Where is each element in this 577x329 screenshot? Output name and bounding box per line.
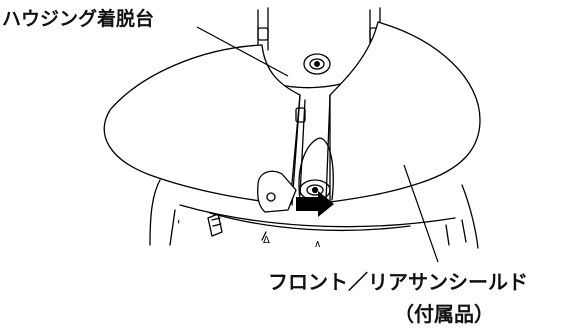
shield-left-half	[103, 44, 301, 206]
camera-body-inner-arc	[209, 212, 411, 232]
label-included: （付属品）	[394, 302, 494, 326]
camera-body-right-outline	[461, 184, 479, 249]
seam-clip	[295, 107, 306, 123]
label-housing-mount: ハウジング着脱台	[2, 8, 155, 30]
lower-mark	[261, 231, 267, 241]
camera-body-left-outline	[149, 179, 161, 246]
quote-mark: '	[177, 218, 180, 232]
shield-seam-inner	[299, 99, 306, 196]
camera-body-side-line	[169, 209, 176, 246]
latch-tab-detail	[211, 217, 222, 227]
leader-line-sun-shield	[403, 164, 439, 263]
camera-body-side-line-right2	[461, 219, 467, 243]
top-screw-inner	[309, 58, 325, 70]
camera-body-side-line-right	[445, 224, 450, 246]
direction-arrow	[296, 191, 334, 217]
top-screw-core	[314, 61, 320, 67]
caret-mark: ∧	[314, 239, 321, 250]
tab-screw-hole	[266, 192, 276, 202]
lock-screw-core	[311, 186, 319, 194]
lock-screw-inner	[306, 184, 324, 196]
triangle-mark: Δ	[263, 235, 270, 246]
camera-body-lower-arc	[179, 204, 456, 228]
shield-opening-curve	[298, 137, 334, 201]
leader-line-housing-mount	[196, 26, 289, 77]
housing-mount-left-clip	[257, 27, 269, 41]
top-screw-outer	[303, 53, 331, 75]
shield-bottom-tab	[257, 170, 297, 213]
label-sun-shield: フロント／リアサンシールド	[268, 270, 528, 294]
shield-right-half	[329, 21, 481, 203]
latch-tab	[207, 213, 223, 237]
